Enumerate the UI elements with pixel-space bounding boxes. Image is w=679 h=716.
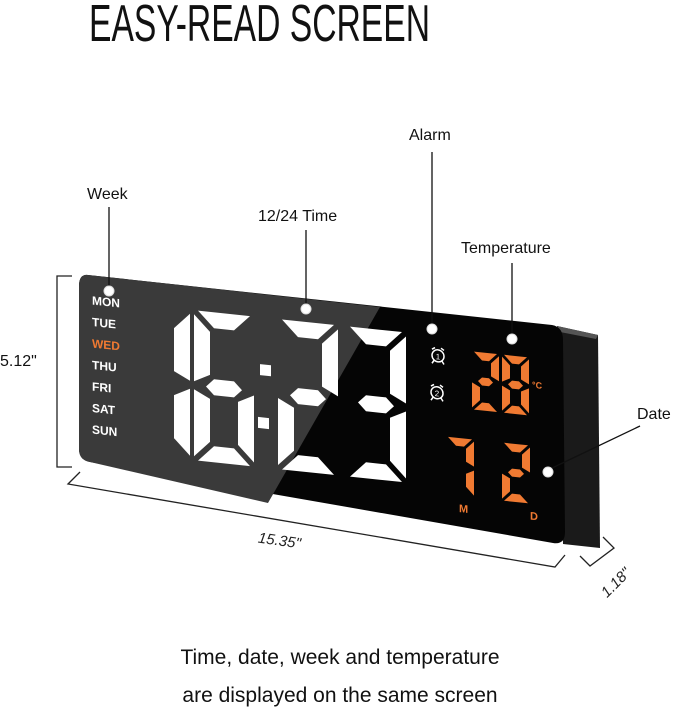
segment-c: [174, 388, 190, 456]
segment-e: [194, 389, 210, 457]
segment-g: [206, 379, 242, 398]
segment-a: [474, 351, 497, 362]
callout-dot-alarm: [426, 323, 438, 335]
segment-c: [521, 388, 529, 414]
svg-text:2: 2: [435, 389, 440, 398]
segment-b: [322, 329, 338, 397]
weekday-wed: WED: [92, 337, 120, 354]
depth-dimension: 1.18": [598, 564, 635, 601]
segment-d: [474, 402, 497, 413]
weekday-list: MON TUE WED THU FRI SAT SUN: [92, 294, 120, 440]
colon-dot-bottom: [258, 416, 269, 430]
segment-b: [521, 359, 529, 385]
segment-b: [174, 313, 190, 381]
temperature-tens-digit: [472, 351, 499, 413]
segment-e: [502, 385, 510, 411]
segment-g: [508, 380, 523, 390]
day-label: D: [530, 511, 538, 524]
caption-line-1: Time, date, week and temperature: [180, 646, 499, 669]
segment-c: [390, 411, 406, 479]
weekday-sun: SUN: [92, 423, 117, 440]
hour-units-digit: [194, 310, 254, 467]
segment-f: [194, 314, 210, 382]
segment-a: [198, 310, 250, 331]
segment-b: [491, 356, 499, 382]
minute-tens-digit: [278, 319, 338, 475]
month-label: M: [459, 503, 468, 516]
led-display: MON TUE WED THU FRI SAT SUN 1 2 °C M D: [92, 294, 543, 524]
caption-line-2: are displayed on the same screen: [182, 684, 497, 707]
callout-alarm: Alarm: [409, 127, 451, 144]
callout-dot-temperature: [506, 333, 518, 345]
segment-c: [466, 470, 474, 496]
segment-g: [508, 468, 524, 478]
callout-date: Date: [637, 406, 671, 423]
segment-g: [290, 388, 326, 407]
colon-dot-top: [260, 364, 271, 377]
segment-a: [350, 326, 402, 347]
segment-g: [358, 395, 394, 414]
temperature-unit: °C: [532, 380, 543, 391]
segment-c: [238, 395, 254, 463]
segment-b: [390, 336, 406, 404]
callout-temperature: Temperature: [461, 240, 551, 257]
segment-d: [504, 493, 528, 504]
segment-d: [504, 405, 527, 416]
hour-tens-digit: [174, 313, 190, 456]
segment-a: [504, 354, 527, 365]
dimension-lines: [56, 275, 615, 568]
month-digit: [448, 436, 474, 496]
callout-week: Week: [87, 186, 129, 203]
seven-segment-digits: [174, 310, 530, 504]
segment-d: [282, 455, 334, 475]
height-dimension: 5.12": [0, 353, 37, 370]
weekday-tue: TUE: [92, 315, 116, 331]
alarm-1-icon: 1: [431, 346, 445, 365]
minute-units-digit: [350, 326, 406, 483]
segment-g: [478, 377, 493, 387]
weekday-sat: SAT: [92, 401, 116, 417]
segment-e: [472, 382, 480, 408]
callout-time: 12/24 Time: [258, 208, 337, 225]
segment-b: [466, 441, 474, 467]
segment-a: [448, 436, 472, 447]
callout-dot-date: [542, 466, 554, 478]
segment-d: [350, 462, 402, 483]
page-title: EASY-READ SCREEN: [89, 0, 430, 53]
svg-text:1: 1: [436, 352, 441, 361]
segment-f: [502, 356, 510, 382]
day-digit: [502, 442, 530, 504]
callout-dot-week: [103, 285, 115, 297]
temperature-units-digit: [502, 354, 529, 416]
callout-dots: [103, 285, 554, 478]
weekday-mon: MON: [92, 294, 120, 311]
segment-e: [502, 473, 510, 499]
width-dimension: 15.35": [257, 530, 302, 553]
callout-lines: [108, 152, 641, 470]
weekday-thu: THU: [92, 358, 117, 375]
segment-a: [282, 319, 334, 340]
alarm-2-icon: 2: [430, 383, 444, 402]
segment-b: [522, 447, 530, 473]
segment-a: [504, 442, 528, 453]
segment-e: [278, 398, 294, 466]
callout-dot-time: [300, 303, 312, 315]
segment-d: [198, 446, 250, 467]
weekday-fri: FRI: [92, 380, 111, 396]
